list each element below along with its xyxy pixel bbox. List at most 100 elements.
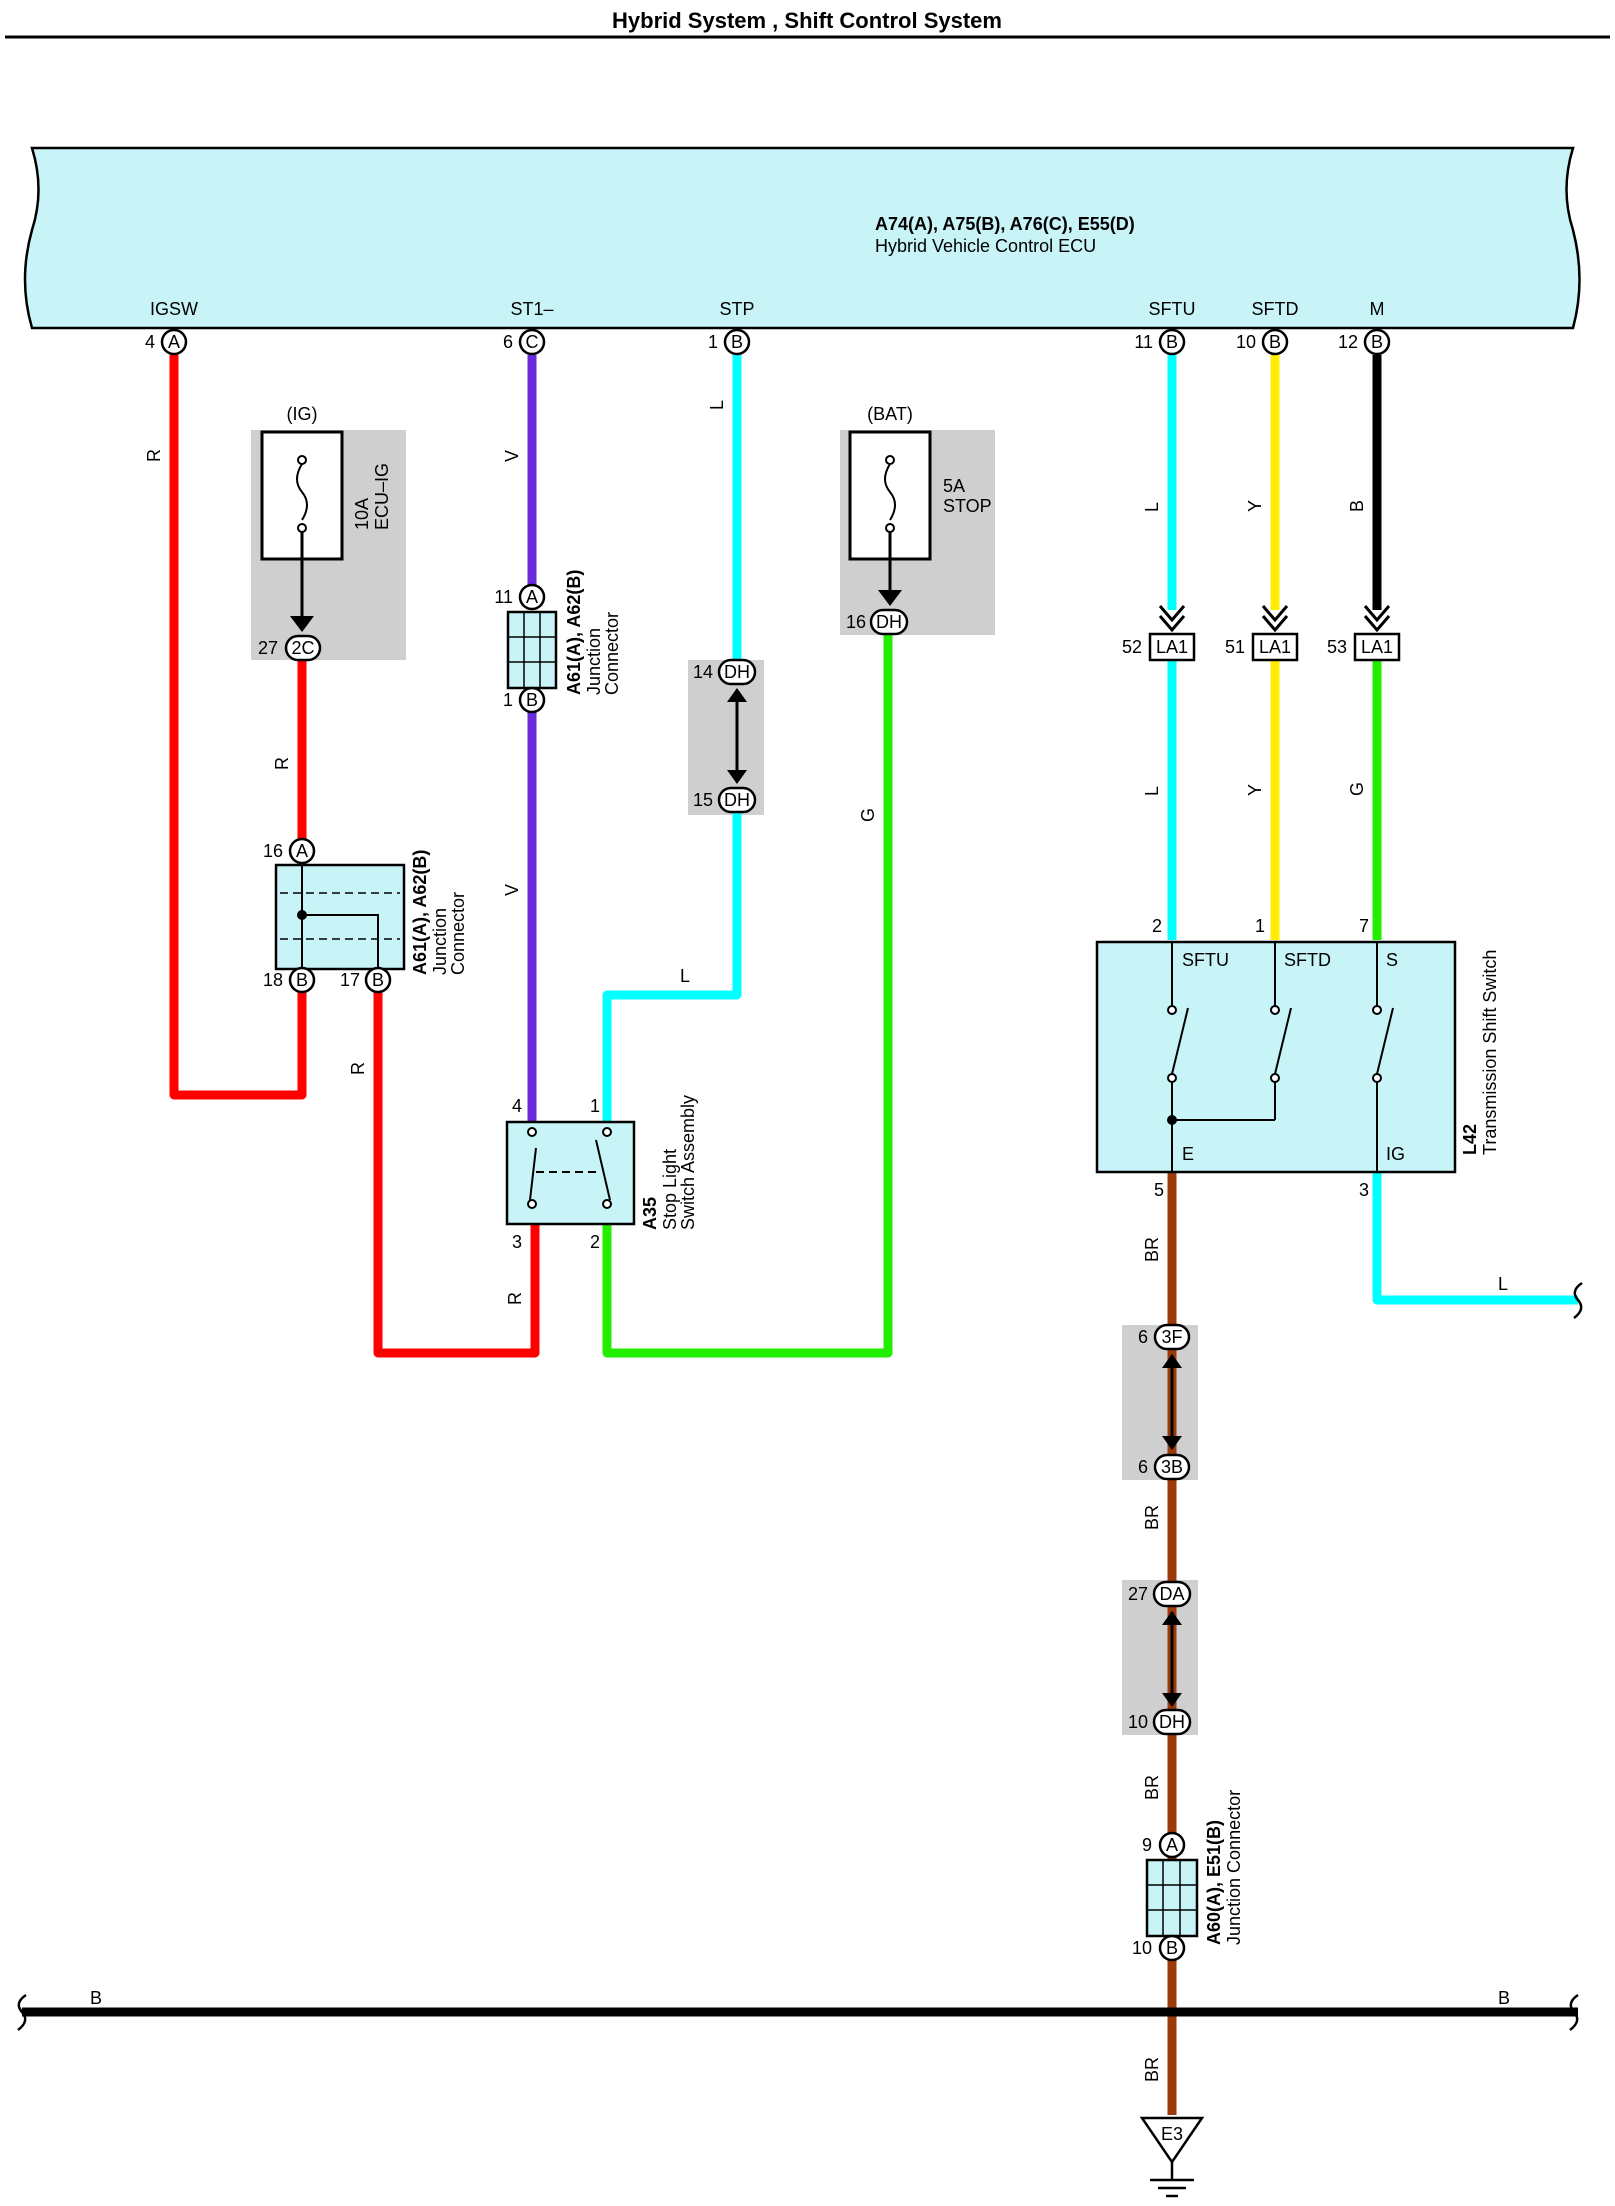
ground-e3: E3 xyxy=(1139,2116,1205,2198)
wire-label-b1: B xyxy=(1347,500,1367,512)
la1-sftd: LA1 51 xyxy=(1225,605,1299,662)
stop-switch-pin-tl: 4 xyxy=(512,1096,522,1116)
fuse-ig-rating: 10A xyxy=(352,498,372,530)
jc-left-pin-b1: 18 xyxy=(263,970,283,990)
jc-left-conn-b2: B xyxy=(372,970,384,990)
jc-stp: DH 14 DH 15 xyxy=(693,658,757,814)
bus-left-break xyxy=(17,1993,27,2031)
shift-switch-term-s: S xyxy=(1386,950,1398,970)
ecu-pin-m-num: 12 xyxy=(1338,332,1358,352)
shift-switch-pin-ig: 3 xyxy=(1359,1180,1369,1200)
jc-da-pin-top: 27 xyxy=(1128,1584,1148,1604)
bus-right-break xyxy=(1569,1993,1579,2031)
jc-da-pin-bot: 10 xyxy=(1128,1712,1148,1732)
jc-left-line2: Connector xyxy=(448,892,468,975)
page-title: Hybrid System , Shift Control System xyxy=(612,8,1002,33)
stop-switch-pin-tr: 1 xyxy=(590,1096,600,1116)
shift-switch-pin-sftu: 2 xyxy=(1152,916,1162,936)
stop-switch-code: A35 xyxy=(640,1197,660,1230)
jc-upper-line2: Connector xyxy=(602,612,622,695)
la1-m-pin: 53 xyxy=(1327,637,1347,657)
wire-label-v2: V xyxy=(502,884,522,896)
jc-stp-conn-bot: DH xyxy=(724,790,750,810)
jc-3f-conn-top: 3F xyxy=(1161,1327,1182,1347)
ecu-name: Hybrid Vehicle Control ECU xyxy=(875,236,1096,256)
wire-label-br4: BR xyxy=(1142,2057,1162,2082)
wire-label-b3: B xyxy=(1498,1988,1510,2008)
ecu-pin-stp-num: 1 xyxy=(708,332,718,352)
jc-stp-pin-top: 14 xyxy=(693,662,713,682)
jc-da-conn-bot: DH xyxy=(1159,1712,1185,1732)
jc-da-conn-top: DA xyxy=(1159,1584,1184,1604)
ecu-pin-igsw-conn: A xyxy=(168,332,180,352)
ecu-block: A74(A), A75(B), A76(C), E55(D) Hybrid Ve… xyxy=(23,146,1581,330)
jc-upper-conn-b: B xyxy=(526,690,538,710)
fuse-bat: (BAT) 5A STOP DH 16 xyxy=(846,404,992,636)
shift-switch-code: L42 xyxy=(1460,1124,1480,1155)
wire-label-y2: Y xyxy=(1245,784,1265,796)
wire-label-r1: R xyxy=(144,449,164,462)
stop-switch-pin-bl: 3 xyxy=(512,1232,522,1252)
wire-igsw xyxy=(169,355,307,1100)
ecu-pin-sftd-conn: B xyxy=(1269,332,1281,352)
stop-switch-line2: Switch Assembly xyxy=(678,1095,698,1230)
stop-switch: 4 1 3 2 A35 Stop Light Switch Assembly xyxy=(505,1095,698,1252)
jc-stp-conn-top: DH xyxy=(724,662,750,682)
shift-switch-pin-sftd: 1 xyxy=(1255,916,1265,936)
stop-switch-pin-br: 2 xyxy=(590,1232,600,1252)
jc-3f-pin-bot: 6 xyxy=(1138,1457,1148,1477)
fuse-bat-group: (BAT) xyxy=(867,404,913,424)
fuse-ig-name: ECU–IG xyxy=(372,463,392,530)
jc-3f-conn-bot: 3B xyxy=(1161,1457,1183,1477)
wire-label-r3: R xyxy=(348,1062,368,1075)
wire-label-l5: L xyxy=(1498,1274,1508,1294)
ecu-term-m: M xyxy=(1370,299,1385,319)
wire-label-br3: BR xyxy=(1142,1775,1162,1800)
shift-switch-term-sftu: SFTU xyxy=(1182,950,1229,970)
ecu-term-stp: STP xyxy=(719,299,754,319)
ecu-term-igsw: IGSW xyxy=(150,299,198,319)
stop-switch-line1: Stop Light xyxy=(660,1149,680,1230)
jc-left-code: A61(A), A62(B) xyxy=(410,850,430,975)
fuse-bat-rating: 5A xyxy=(943,476,965,496)
la1-m: LA1 53 xyxy=(1327,605,1401,662)
wire-label-g1: G xyxy=(858,808,878,822)
jc-bottom-conn-b: B xyxy=(1166,1938,1178,1958)
la1-sftu-pin: 52 xyxy=(1122,637,1142,657)
ecu-pin-sftu-num: 11 xyxy=(1134,332,1153,352)
jc-left-pin-b2: 17 xyxy=(340,970,360,990)
shift-switch-term-ig: IG xyxy=(1386,1144,1405,1164)
wire-label-g2: G xyxy=(1347,782,1367,796)
wire-label-br2: BR xyxy=(1142,1505,1162,1530)
ecu-pin-stp: B 1 xyxy=(708,328,751,356)
ecu-pin-sftu: B 11 xyxy=(1134,328,1186,356)
ecu-term-sftd: SFTD xyxy=(1252,299,1299,319)
jc-bottom: A 9 B 10 A60(A), E51(B) Junction Connect… xyxy=(1132,1790,1244,1962)
ecu-connectors: A74(A), A75(B), A76(C), E55(D) xyxy=(875,214,1135,234)
ecu-pin-igsw: A 4 xyxy=(145,328,188,356)
ecu-pin-m: B 12 xyxy=(1338,328,1391,356)
jc-upper-line1: Junction xyxy=(584,628,604,695)
jc-3f: 3F 6 3B 6 xyxy=(1138,1323,1191,1481)
jc-left-conn-b1: B xyxy=(296,970,308,990)
jc-3f-shade xyxy=(1122,1325,1198,1480)
jc-left: A 16 B 18 B 17 A61(A), A62(B) Junction C… xyxy=(263,837,468,994)
fuse-bat-pin: 16 xyxy=(846,612,866,632)
fuse-bat-conn: DH xyxy=(876,612,902,632)
wire-label-r2: R xyxy=(272,757,292,770)
ecu-pin-sftd-num: 10 xyxy=(1236,332,1256,352)
jc-upper: A 11 B 1 A61(A), A62(B) Junction Connect… xyxy=(494,570,622,714)
ecu-pin-stp-conn: B xyxy=(731,332,743,352)
wire-label-l4: L xyxy=(1142,786,1162,796)
ecu-pin-m-conn: B xyxy=(1371,332,1383,352)
shift-switch-pin-s: 7 xyxy=(1359,916,1369,936)
jc-upper-code: A61(A), A62(B) xyxy=(564,570,584,695)
la1-sftd-pin: 51 xyxy=(1225,637,1245,657)
fuse-ig-conn: 2C xyxy=(291,638,314,658)
wire-label-br1: BR xyxy=(1142,1237,1162,1262)
wire-label-l2: L xyxy=(680,966,690,986)
ecu-pin-st1-conn: C xyxy=(526,332,539,352)
shift-switch-name: Transmission Shift Switch xyxy=(1480,950,1500,1155)
jc-upper-conn-a: A xyxy=(526,587,538,607)
